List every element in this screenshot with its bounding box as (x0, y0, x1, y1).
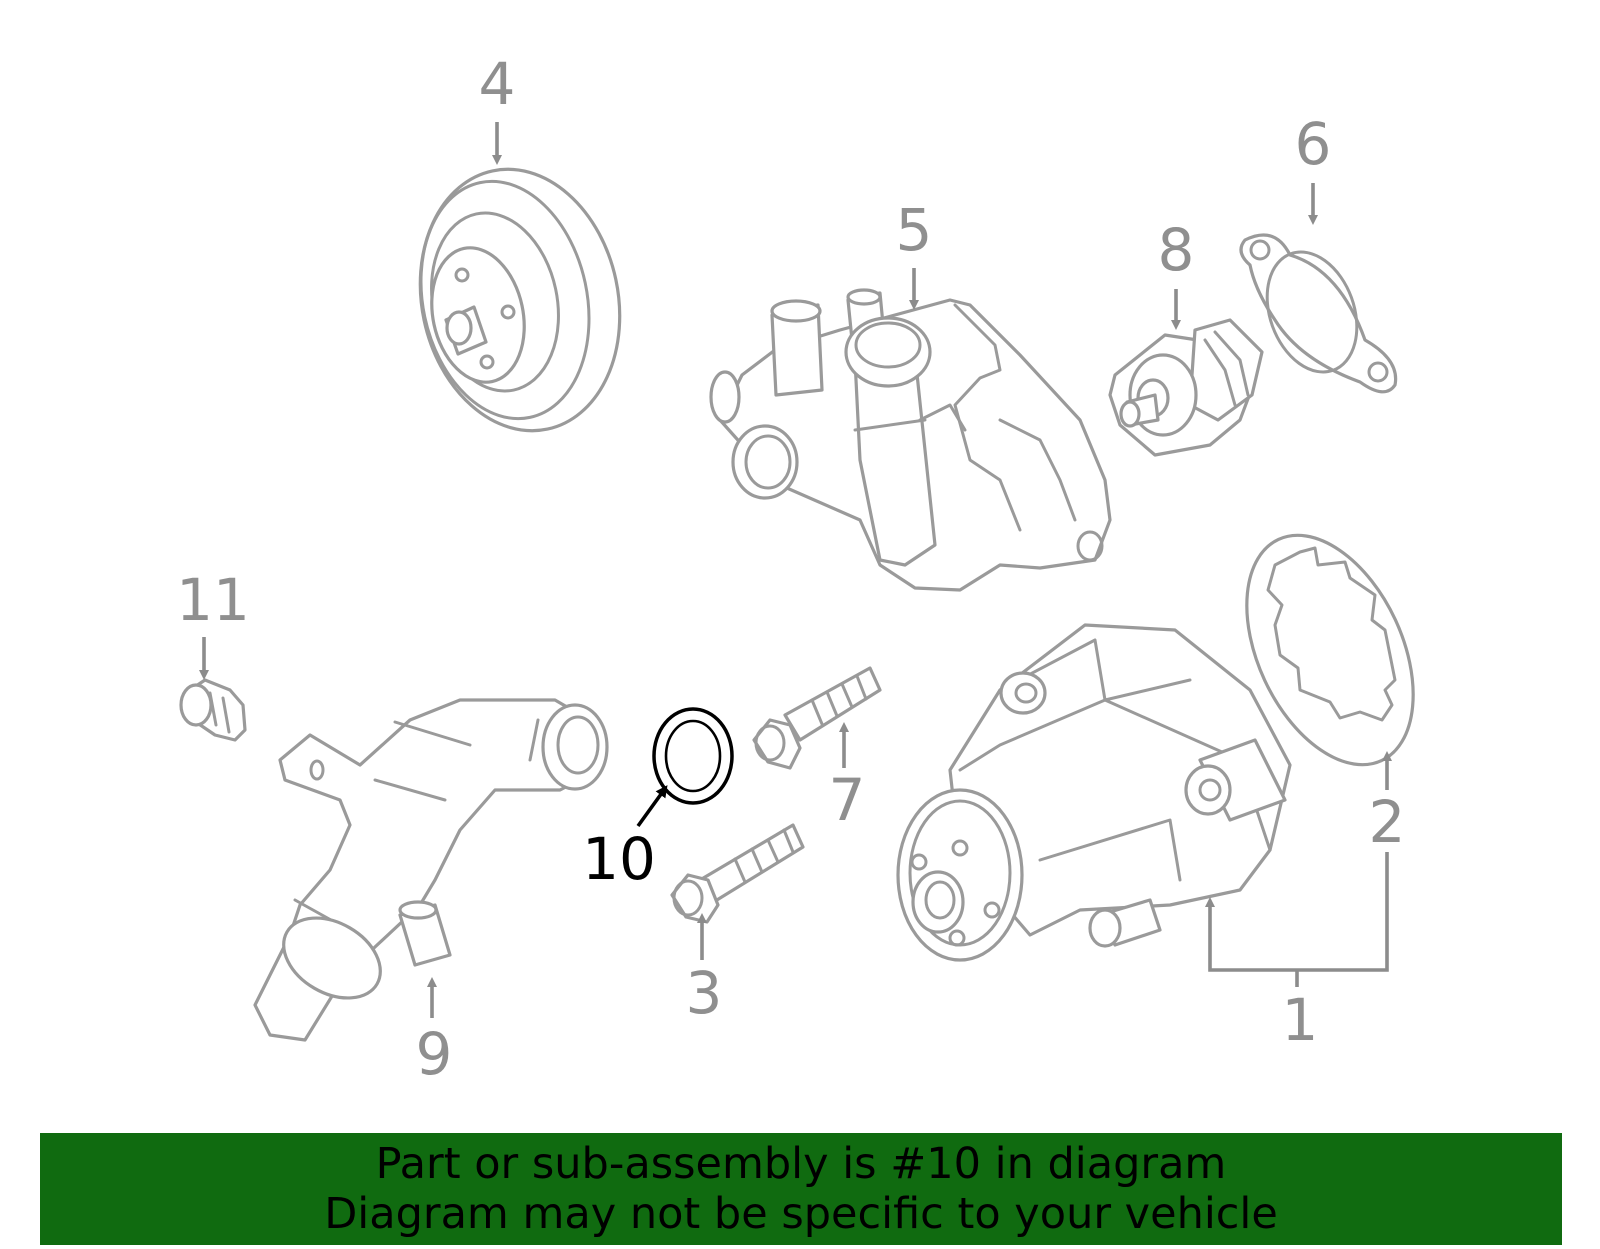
water-outlet-part-9[interactable] (253, 698, 609, 1042)
callout-4[interactable]: 4 (479, 50, 516, 118)
callout-3[interactable]: 3 (686, 959, 723, 1027)
callout-2[interactable]: 2 (1369, 788, 1406, 856)
gasket-part-6[interactable] (1239, 233, 1398, 394)
callout-11[interactable]: 11 (176, 566, 250, 634)
callout-8[interactable]: 8 (1158, 216, 1195, 284)
banner-line-1: Part or sub-assembly is #10 in diagram (375, 1139, 1227, 1189)
callout-9[interactable]: 9 (416, 1020, 453, 1088)
pulley-part-4[interactable] (397, 151, 644, 450)
info-banner: Part or sub-assembly is #10 in diagram D… (40, 1133, 1562, 1245)
callout-1[interactable]: 1 (1282, 986, 1319, 1054)
callout-6[interactable]: 6 (1295, 110, 1332, 178)
gasket-part-2[interactable] (1213, 509, 1447, 791)
callout-10[interactable]: 10 (582, 825, 656, 893)
plug-part-11[interactable] (179, 678, 247, 742)
bolt-part-3[interactable] (670, 823, 805, 924)
callout-7[interactable]: 7 (829, 766, 866, 834)
water-pump-part-1[interactable] (896, 623, 1292, 962)
banner-line-2: Diagram may not be specific to your vehi… (324, 1189, 1278, 1239)
bolt-part-7[interactable] (752, 666, 882, 770)
callout-5[interactable]: 5 (896, 196, 933, 264)
callout-labels: 1 2 3 4 5 6 7 8 9 10 11 (176, 50, 1405, 1088)
o-ring-part-10[interactable] (652, 707, 734, 805)
leader-lines (199, 122, 1392, 1018)
thermostat-housing-part-5[interactable] (709, 288, 1112, 592)
thermostat-part-8[interactable] (1108, 318, 1264, 457)
